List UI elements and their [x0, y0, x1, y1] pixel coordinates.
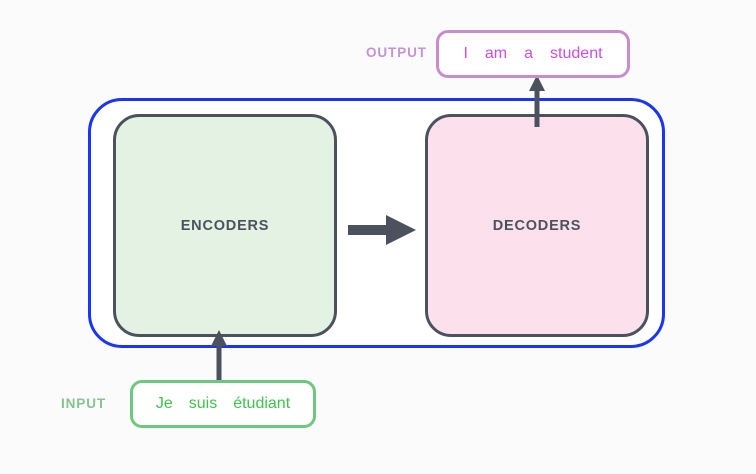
input-token: étudiant: [233, 395, 291, 412]
output-label: OUTPUT: [366, 45, 427, 60]
up-arrow-icon: [211, 330, 227, 382]
output-token: student: [550, 45, 603, 62]
up-arrow-icon: [529, 75, 545, 127]
output-sentence-box[interactable]: I am a student: [436, 30, 630, 78]
decoders-block-label: DECODERS: [492, 217, 582, 234]
input-to-encoder-arrow: [206, 330, 232, 382]
input-token: Je: [155, 395, 173, 412]
encoders-block-label: ENCODERS: [180, 217, 270, 234]
decoder-to-output-arrow: [524, 75, 550, 127]
decoders-block[interactable]: DECODERS: [425, 114, 649, 337]
encoders-block[interactable]: ENCODERS: [113, 114, 337, 337]
input-token: suis: [188, 395, 218, 412]
input-sentence-box[interactable]: Je suis étudiant: [130, 380, 316, 428]
input-label: INPUT: [61, 396, 106, 411]
output-token: a: [524, 45, 534, 62]
output-token: I: [463, 45, 468, 62]
encoder-to-decoder-arrow: [348, 212, 418, 248]
right-arrow-icon: [348, 215, 416, 245]
output-token: am: [484, 45, 508, 62]
